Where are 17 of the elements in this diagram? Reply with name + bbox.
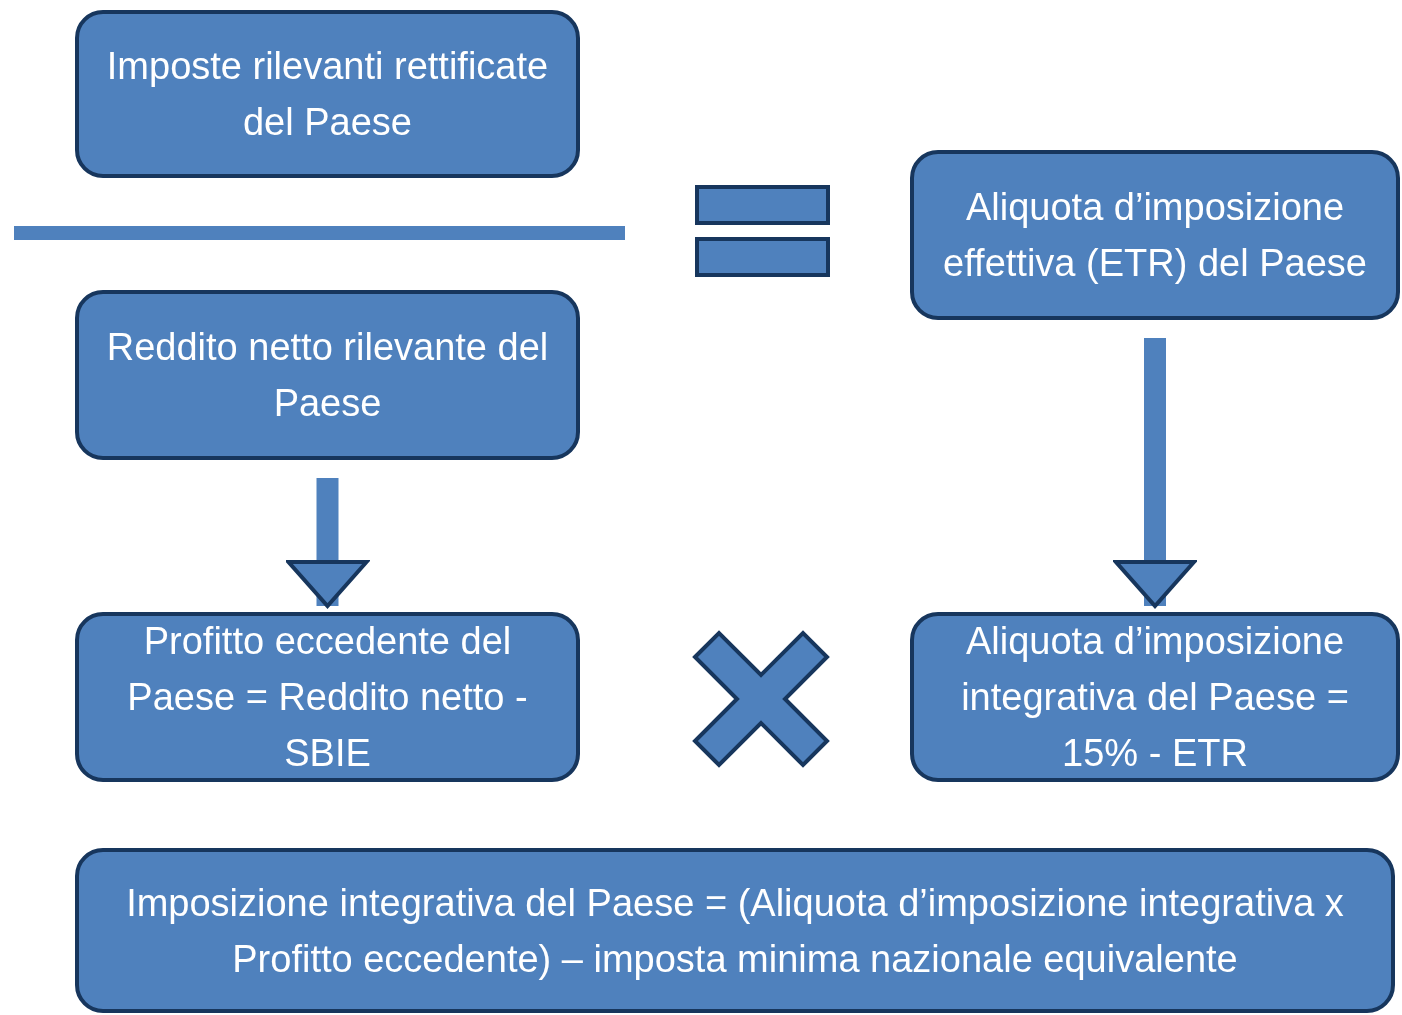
process-box <box>910 150 1400 320</box>
box-text: Aliquota d’imposizione integrativa del Paese = 15% - ETR <box>960 619 1350 776</box>
fraction-bar <box>14 226 625 240</box>
equals-sign <box>695 185 830 277</box>
box-text: Imposizione integrativa del Paese = (Aliquota d’imposizione integrativa x Profitto eccedente) – imposta minima nazionale equivalente <box>125 880 1345 982</box>
multiplication-sign <box>692 630 830 768</box>
down-arrow <box>286 478 369 608</box>
box-text: Reddito netto rilevante del Paese <box>105 325 550 426</box>
process-box <box>75 290 580 460</box>
process-box <box>75 848 1395 1013</box>
box-text: Profitto eccedente del Paese = Reddito netto - SBIE <box>126 619 529 776</box>
box-text: Imposte rilevanti rettificate del Paese <box>105 44 550 145</box>
box-text: Aliquota d’imposizione effettiva (ETR) del Paese <box>942 185 1368 286</box>
process-box <box>75 612 580 782</box>
process-box <box>910 612 1400 782</box>
down-arrow <box>1114 338 1196 608</box>
process-box <box>75 10 580 178</box>
